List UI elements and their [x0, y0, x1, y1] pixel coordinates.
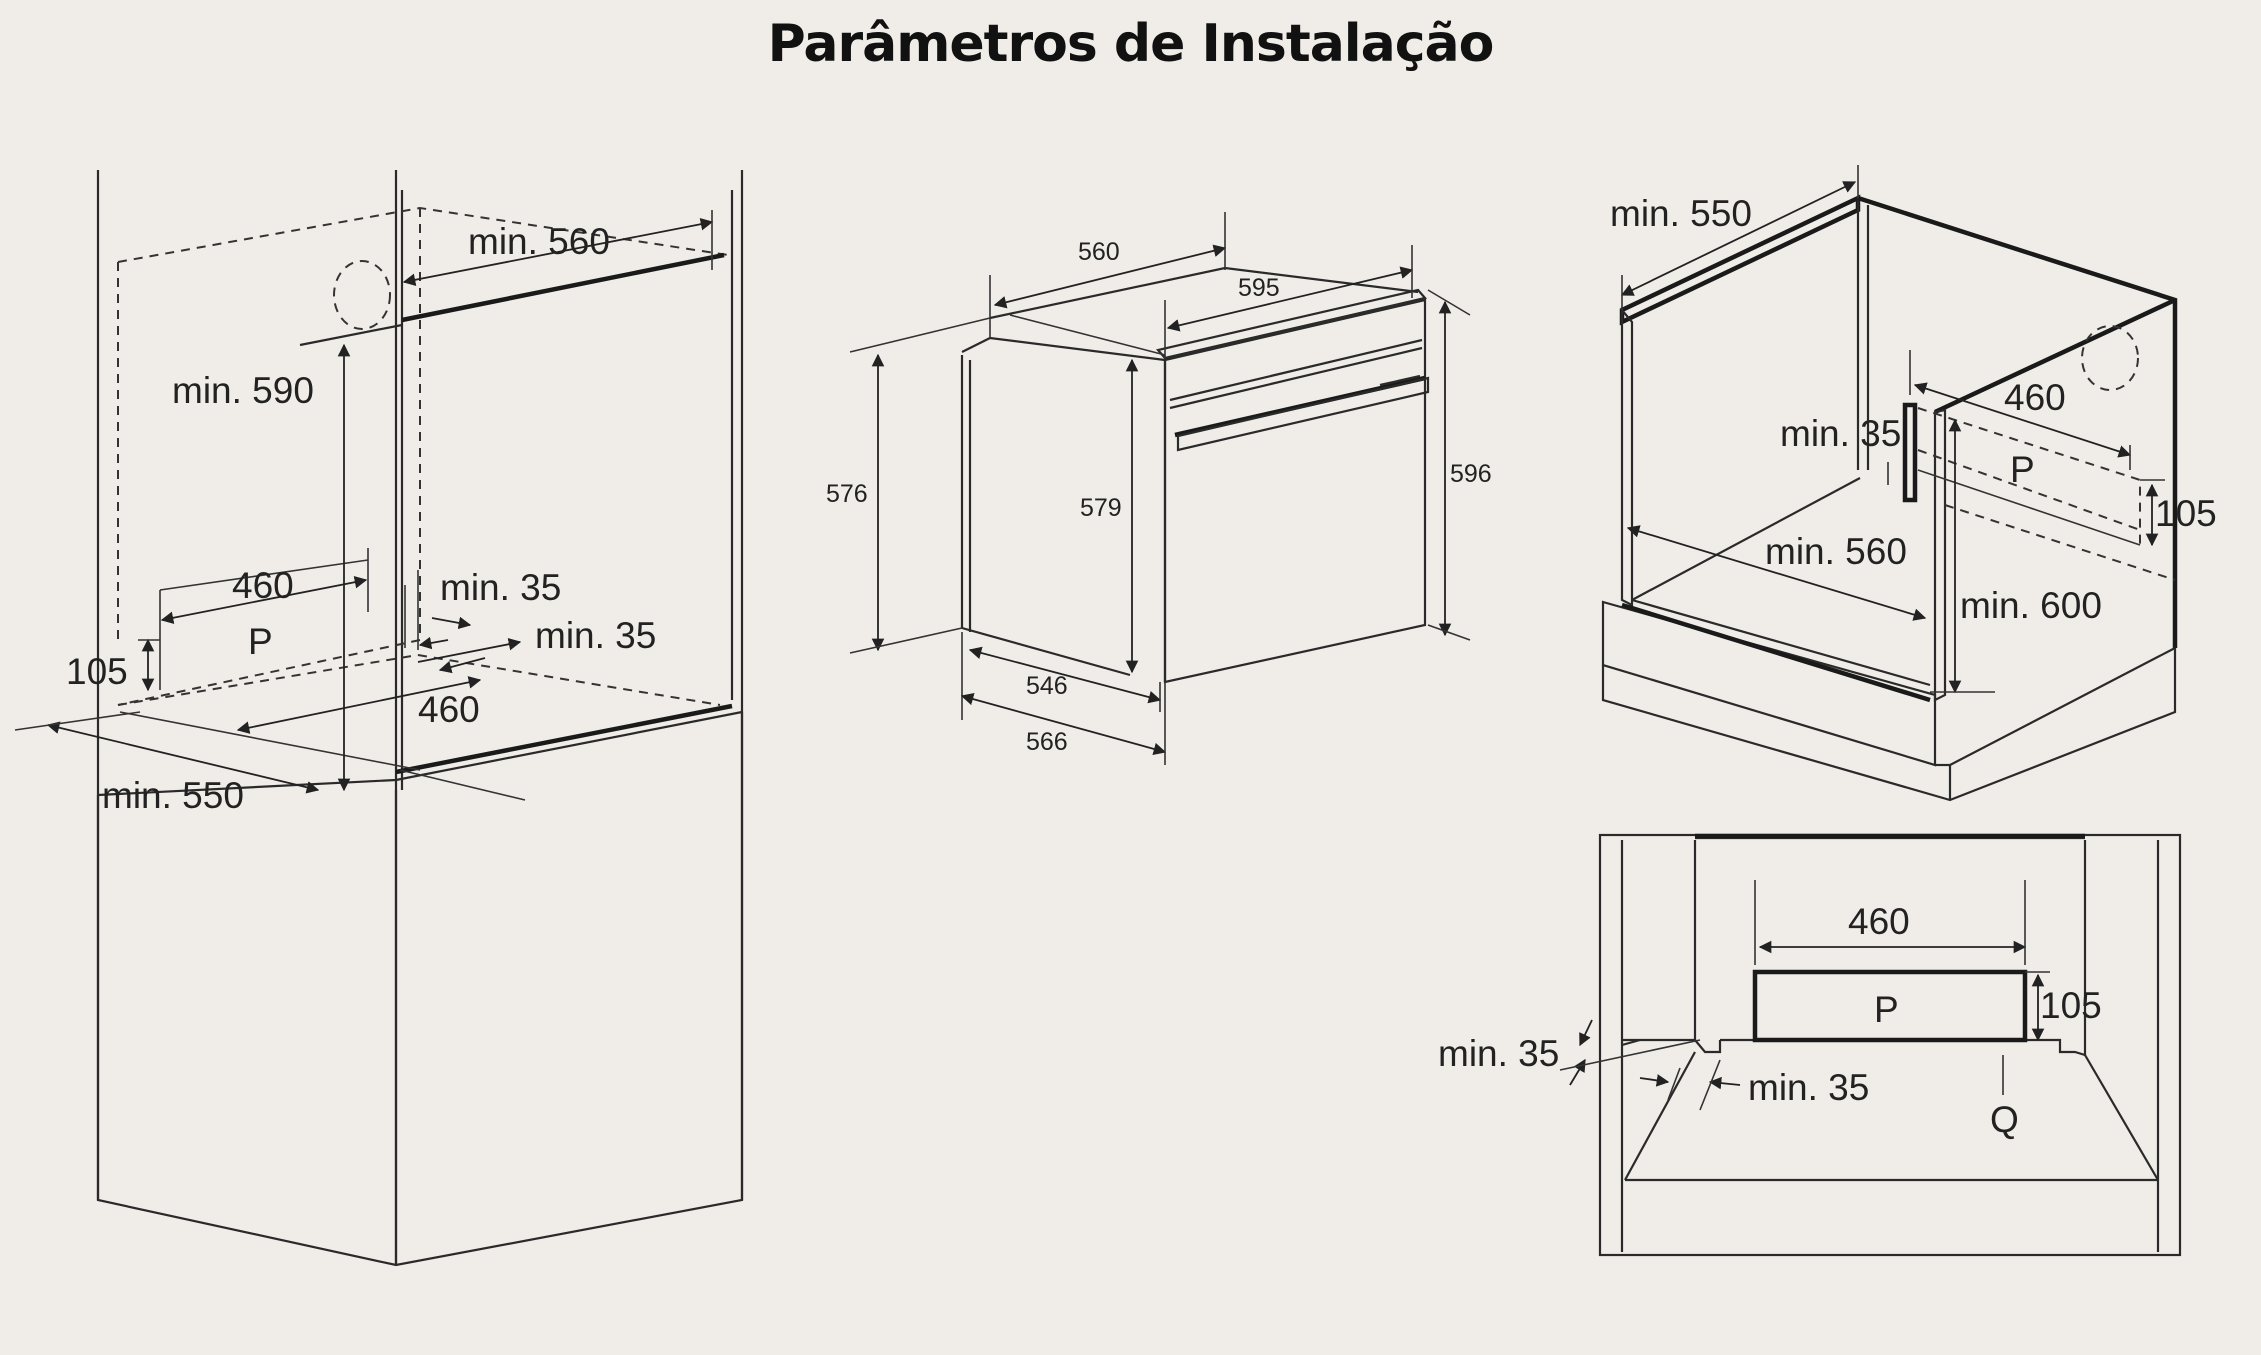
label-min-35-front-a: min. 35 [1438, 1033, 1559, 1074]
label-min-35-b: min. 35 [535, 615, 656, 656]
label-596: 596 [1450, 460, 1492, 488]
label-566: 566 [1026, 728, 1068, 756]
front-view-diagram [1559, 833, 2182, 1257]
page-title: Parâmetros de Instalação [767, 14, 1495, 74]
label-p-right: P [2010, 449, 2035, 490]
label-460-top: 460 [232, 565, 294, 606]
oven-dimensions-diagram [849, 212, 1471, 765]
label-q: Q [1990, 1099, 2019, 1140]
label-min-600: min. 600 [1960, 585, 2102, 626]
label-460-bottom: 460 [418, 689, 480, 730]
label-min-590: min. 590 [172, 370, 314, 411]
label-min-550-left: min. 550 [102, 775, 244, 816]
label-105-front: 105 [2040, 985, 2102, 1026]
label-min-560-right: min. 560 [1765, 531, 1907, 572]
label-595: 595 [1238, 274, 1280, 302]
label-min-35-a: min. 35 [440, 567, 561, 608]
label-105-right: 105 [2155, 493, 2217, 534]
label-460-right: 460 [2004, 377, 2066, 418]
label-p-front: P [1874, 989, 1899, 1030]
base-cabinet-diagram [1601, 165, 2178, 802]
label-min-35-front-b: min. 35 [1748, 1067, 1869, 1108]
label-460-front: 460 [1848, 901, 1910, 942]
label-min-560: min. 560 [468, 221, 610, 262]
label-560-oven: 560 [1078, 238, 1120, 266]
label-min-550-right: min. 550 [1610, 193, 1752, 234]
label-105-left: 105 [66, 651, 128, 692]
label-546: 546 [1026, 672, 1068, 700]
label-p-left: P [248, 621, 273, 662]
label-579: 579 [1080, 494, 1122, 522]
column-cabinet-diagram [14, 170, 744, 1267]
label-min-35-right: min. 35 [1780, 413, 1901, 454]
label-576: 576 [826, 480, 868, 508]
